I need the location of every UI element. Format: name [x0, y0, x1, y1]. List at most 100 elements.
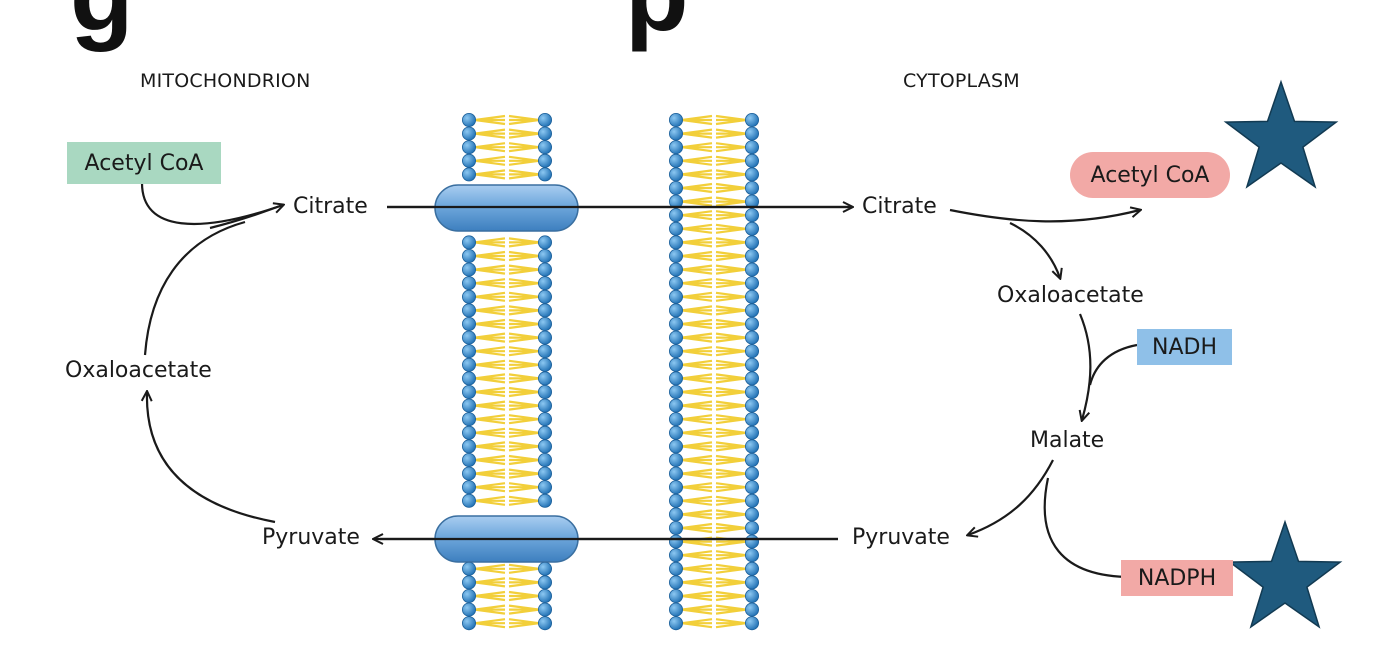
lipid-head: [461, 602, 476, 617]
lipid-head: [745, 425, 760, 440]
lipid-head: [669, 330, 684, 345]
lipid-head: [669, 357, 684, 372]
lipid-tail: [681, 563, 747, 574]
lipid-head: [669, 276, 684, 291]
lipid-tail: [474, 468, 540, 479]
lipid-head: [538, 439, 553, 454]
lipid-head: [538, 316, 553, 331]
nadph-box: NADPH: [1121, 560, 1233, 596]
lipid-head: [538, 425, 553, 440]
pyruvate-to-oxaloacetate-arrow: [147, 392, 276, 524]
lipid-head: [461, 126, 476, 141]
lipid-head: [461, 493, 476, 508]
lipid-head: [538, 452, 553, 467]
lipid-head: [745, 289, 760, 304]
lipid-head: [538, 412, 553, 427]
lipid-head: [745, 330, 760, 345]
lipid-head: [538, 575, 553, 590]
lipid-head: [669, 113, 684, 128]
lipid-head: [669, 521, 684, 536]
lipid-head: [669, 235, 684, 250]
lipid-head: [745, 548, 760, 563]
lipid-head: [669, 208, 684, 223]
lipid-head: [538, 589, 553, 604]
lipid-head: [745, 235, 760, 250]
lipid-head: [745, 113, 760, 128]
lipid-head: [745, 316, 760, 331]
oxaloacetate-join-arrow: [209, 203, 284, 230]
lipid-head: [745, 248, 760, 263]
lipid-head: [745, 126, 760, 141]
lipid-head: [745, 507, 760, 522]
lipid-head: [745, 276, 760, 291]
lipid-head: [461, 398, 476, 413]
lipid-tail: [681, 454, 747, 466]
lipid-tail: [681, 114, 747, 126]
lipid-head: [461, 452, 476, 467]
lipid-head: [461, 330, 476, 345]
lipid-head: [461, 316, 476, 331]
star-icon: [1227, 519, 1343, 629]
mito-acetyl-coa-box: Acetyl CoA: [67, 142, 221, 184]
cyto-citrate-label: Citrate: [862, 194, 937, 219]
lipid-tail: [681, 346, 747, 357]
lipid-head: [669, 480, 684, 495]
lipid-head: [669, 452, 684, 467]
lipid-head: [669, 398, 684, 413]
lipid-head: [538, 113, 553, 128]
lipid-head: [669, 602, 684, 617]
lipid-head: [461, 235, 476, 250]
lipid-head: [538, 493, 553, 508]
lipid-tail: [681, 522, 747, 534]
lipid-head: [669, 221, 684, 236]
lipid-head: [745, 208, 760, 223]
lipid-head: [538, 398, 553, 413]
lipid-head: [538, 289, 553, 304]
lipid-head: [461, 575, 476, 590]
lipid-tail: [474, 604, 540, 615]
lipid-tail: [681, 359, 747, 370]
lipid-head: [461, 425, 476, 440]
lipid-tail: [681, 305, 747, 316]
cyto-pyruvate-label: Pyruvate: [852, 525, 950, 550]
cyto-acetyl-coa-box: Acetyl CoA: [1070, 152, 1230, 198]
citrate-to-oxaloacetate-arrow: [1009, 222, 1060, 278]
lipid-tail: [474, 114, 540, 126]
lipid-head: [461, 303, 476, 318]
cytoplasm-heading: CYTOPLASM: [903, 70, 1020, 92]
lipid-tail: [681, 414, 747, 425]
lipid-head: [461, 412, 476, 427]
lipid-tail: [474, 291, 540, 302]
acetyl-coa-to-citrate-arrow: [140, 182, 283, 226]
lipid-tail: [681, 128, 747, 139]
lipid-tail: [681, 278, 747, 289]
lipid-head: [538, 276, 553, 291]
lipid-tail: [681, 482, 747, 493]
lipid-head: [669, 466, 684, 481]
lipid-tail: [681, 169, 747, 180]
lipid-head: [461, 480, 476, 495]
lipid-head: [745, 167, 760, 182]
lipid-head: [669, 140, 684, 155]
lipid-head: [745, 439, 760, 454]
malate-to-pyruvate-arrow: [968, 459, 1054, 535]
lipid-tail: [681, 618, 747, 629]
mito-citrate-label: Citrate: [293, 194, 368, 219]
lipid-head: [538, 344, 553, 359]
lipid-tail: [474, 237, 540, 248]
lipid-head: [669, 371, 684, 386]
lipid-head: [669, 262, 684, 277]
lipid-head: [538, 371, 553, 386]
malate-to-nadph-arrow: [1043, 477, 1135, 577]
lipid-head: [669, 425, 684, 440]
lipid-head: [745, 303, 760, 318]
lipid-head: [745, 521, 760, 536]
mito-oxaloacetate-label: Oxaloacetate: [65, 358, 212, 383]
lipid-tail: [681, 441, 747, 452]
lipid-head: [669, 575, 684, 590]
oxaloacetate-to-citrate-arc: [143, 220, 246, 356]
lipid-head: [669, 384, 684, 399]
lipid-head: [669, 534, 684, 549]
citrate-to-acetyl-coa-arrow: [949, 210, 1140, 223]
